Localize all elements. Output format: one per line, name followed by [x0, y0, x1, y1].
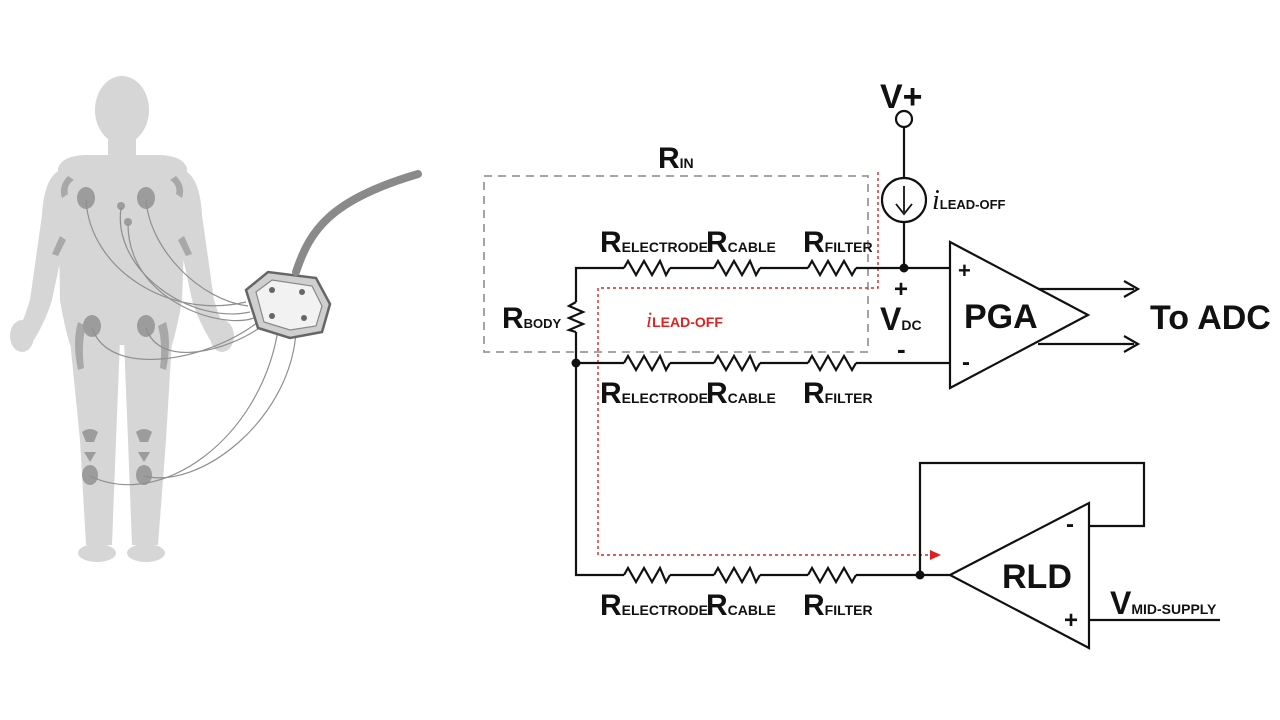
vdc-minus-sign: -	[897, 334, 906, 364]
current-source-arrow-icon	[880, 176, 928, 224]
vdc-plus-sign: +	[894, 276, 908, 303]
rld-label: RLD	[1002, 558, 1072, 596]
resistor-cable-mid-icon	[713, 353, 761, 373]
r-body-label: RBODY	[502, 302, 562, 335]
vmid-supply-label: VMID-SUPPLY	[1110, 585, 1217, 621]
resistor-electrode-bot-icon	[623, 565, 671, 585]
leadoff-arrowhead-icon	[930, 550, 941, 560]
human-body-illustration-icon	[10, 76, 422, 562]
pga-amplifier-triangle	[948, 240, 1091, 390]
supply-terminal-icon	[894, 109, 914, 129]
leadoff-current-path	[597, 172, 930, 556]
resistor-filter-mid-icon	[807, 353, 857, 373]
output-arrow-top-icon	[1123, 280, 1141, 298]
pga-minus-sign: -	[962, 349, 970, 376]
leadoff-path-label: iLEAD-OFF	[646, 307, 723, 332]
r-filter-bot-label: RFILTER	[803, 589, 873, 622]
rin-label: RIN	[658, 142, 694, 175]
resistor-cable-top-icon	[713, 258, 761, 278]
r-electrode-top-label: RELECTRODE	[600, 226, 708, 259]
resistor-electrode-mid-icon	[623, 353, 671, 373]
to-adc-label: To ADC	[1150, 299, 1271, 337]
resistor-filter-top-icon	[807, 258, 857, 278]
resistor-zigzags	[565, 258, 857, 585]
r-cable-top-label: RCABLE	[706, 226, 776, 259]
resistor-electrode-top-icon	[623, 258, 671, 278]
pga-label: PGA	[964, 298, 1038, 336]
r-electrode-mid-label: RELECTRODE	[600, 377, 708, 410]
resistor-filter-bot-icon	[807, 565, 857, 585]
r-cable-mid-label: RCABLE	[706, 377, 776, 410]
rld-amplifier-triangle	[947, 501, 1091, 650]
rld-minus-sign: -	[1066, 511, 1074, 538]
resistor-cable-bot-icon	[713, 565, 761, 585]
rld-plus-sign: +	[1064, 607, 1078, 634]
r-filter-mid-label: RFILTER	[803, 377, 873, 410]
supply-label: V+	[880, 78, 923, 116]
resistor-body-icon	[565, 301, 586, 334]
pga-plus-sign: +	[958, 258, 971, 283]
r-electrode-bot-label: RELECTRODE	[600, 589, 708, 622]
leadoff-current-label: iLEAD-OFF	[932, 185, 1006, 216]
output-arrow-bottom-icon	[1123, 335, 1141, 353]
vdc-label: VDC	[880, 301, 922, 337]
ecg-device-icon	[244, 170, 422, 340]
r-filter-top-label: RFILTER	[803, 226, 873, 259]
r-cable-bot-label: RCABLE	[706, 589, 776, 622]
circuit-diagram: RIN	[483, 78, 1271, 650]
